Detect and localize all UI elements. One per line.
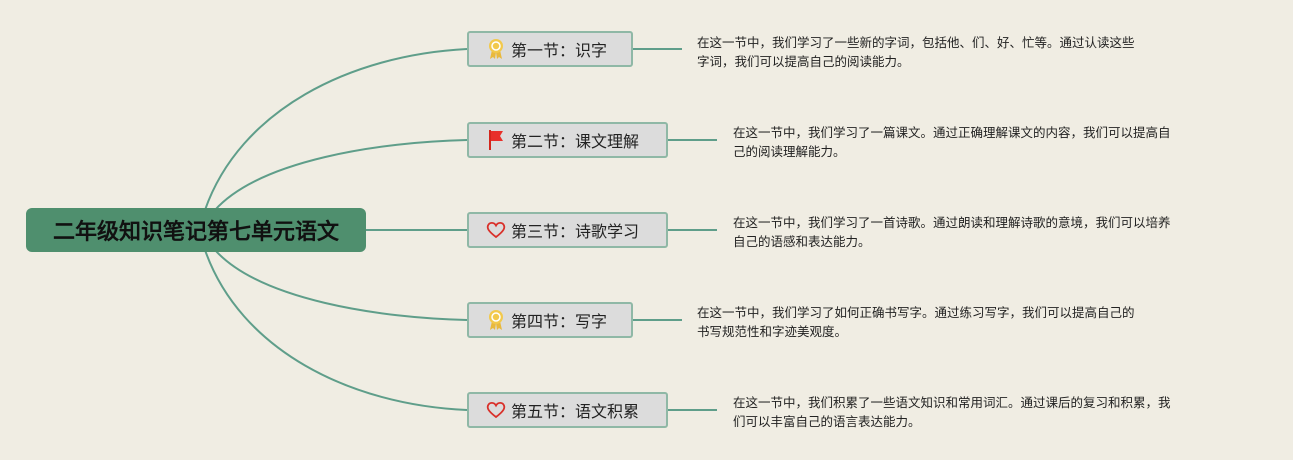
section-description-4[interactable]: 在这一节中，我们学习了如何正确书写字。通过练习写字，我们可以提高自己的 书写规范… bbox=[697, 303, 1135, 341]
heart-icon bbox=[485, 219, 507, 241]
heart-icon bbox=[485, 399, 507, 421]
root-topic[interactable]: 二年级知识笔记第七单元语文 bbox=[26, 208, 366, 252]
desc-line: 在这一节中，我们学习了如何正确书写字。通过练习写字，我们可以提高自己的 bbox=[697, 305, 1135, 320]
desc-line: 自己的语感和表达能力。 bbox=[733, 234, 871, 249]
section-label: 第五节：语文积累 bbox=[511, 402, 640, 421]
desc-line: 书写规范性和字迹美观度。 bbox=[697, 324, 848, 339]
desc-line: 在这一节中，我们积累了一些语文知识和常用词汇。通过课后的复习和积累，我 bbox=[733, 395, 1171, 410]
desc-line: 己的阅读理解能力。 bbox=[733, 144, 846, 159]
section-label: 第二节：课文理解 bbox=[511, 132, 640, 151]
desc-line: 字词，我们可以提高自己的阅读能力。 bbox=[697, 54, 910, 69]
desc-line: 在这一节中，我们学习了一些新的字词，包括他、们、好、忙等。通过认读这些 bbox=[697, 35, 1135, 50]
award-icon bbox=[485, 38, 507, 60]
branch-line-4 bbox=[214, 249, 468, 321]
section-node-5[interactable]: 第五节：语文积累 bbox=[467, 392, 668, 428]
section-description-5[interactable]: 在这一节中，我们积累了一些语文知识和常用词汇。通过课后的复习和积累，我 们可以丰… bbox=[733, 393, 1171, 431]
section-description-1[interactable]: 在这一节中，我们学习了一些新的字词，包括他、们、好、忙等。通过认读这些 字词，我… bbox=[697, 33, 1135, 71]
section-node-2[interactable]: 第二节：课文理解 bbox=[467, 122, 668, 158]
section-description-3[interactable]: 在这一节中，我们学习了一首诗歌。通过朗读和理解诗歌的意境，我们可以培养 自己的语… bbox=[733, 213, 1171, 251]
section-label: 第三节：诗歌学习 bbox=[511, 222, 640, 241]
branch-line-1 bbox=[204, 48, 468, 211]
section-node-3[interactable]: 第三节：诗歌学习 bbox=[467, 212, 668, 248]
section-label: 第一节：识字 bbox=[511, 41, 608, 60]
award-icon bbox=[485, 309, 507, 331]
section-label: 第四节：写字 bbox=[511, 312, 608, 331]
section-node-1[interactable]: 第一节：识字 bbox=[467, 31, 633, 67]
section-description-2[interactable]: 在这一节中，我们学习了一篇课文。通过正确理解课文的内容，我们可以提高自 己的阅读… bbox=[733, 123, 1171, 161]
branch-line-5 bbox=[204, 249, 468, 411]
section-node-4[interactable]: 第四节：写字 bbox=[467, 302, 633, 338]
desc-line: 在这一节中，我们学习了一首诗歌。通过朗读和理解诗歌的意境，我们可以培养 bbox=[733, 215, 1171, 230]
desc-line: 在这一节中，我们学习了一篇课文。通过正确理解课文的内容，我们可以提高自 bbox=[733, 125, 1171, 140]
flag-icon bbox=[485, 129, 507, 151]
branch-line-2 bbox=[214, 139, 468, 211]
desc-line: 们可以丰富自己的语言表达能力。 bbox=[733, 414, 921, 429]
